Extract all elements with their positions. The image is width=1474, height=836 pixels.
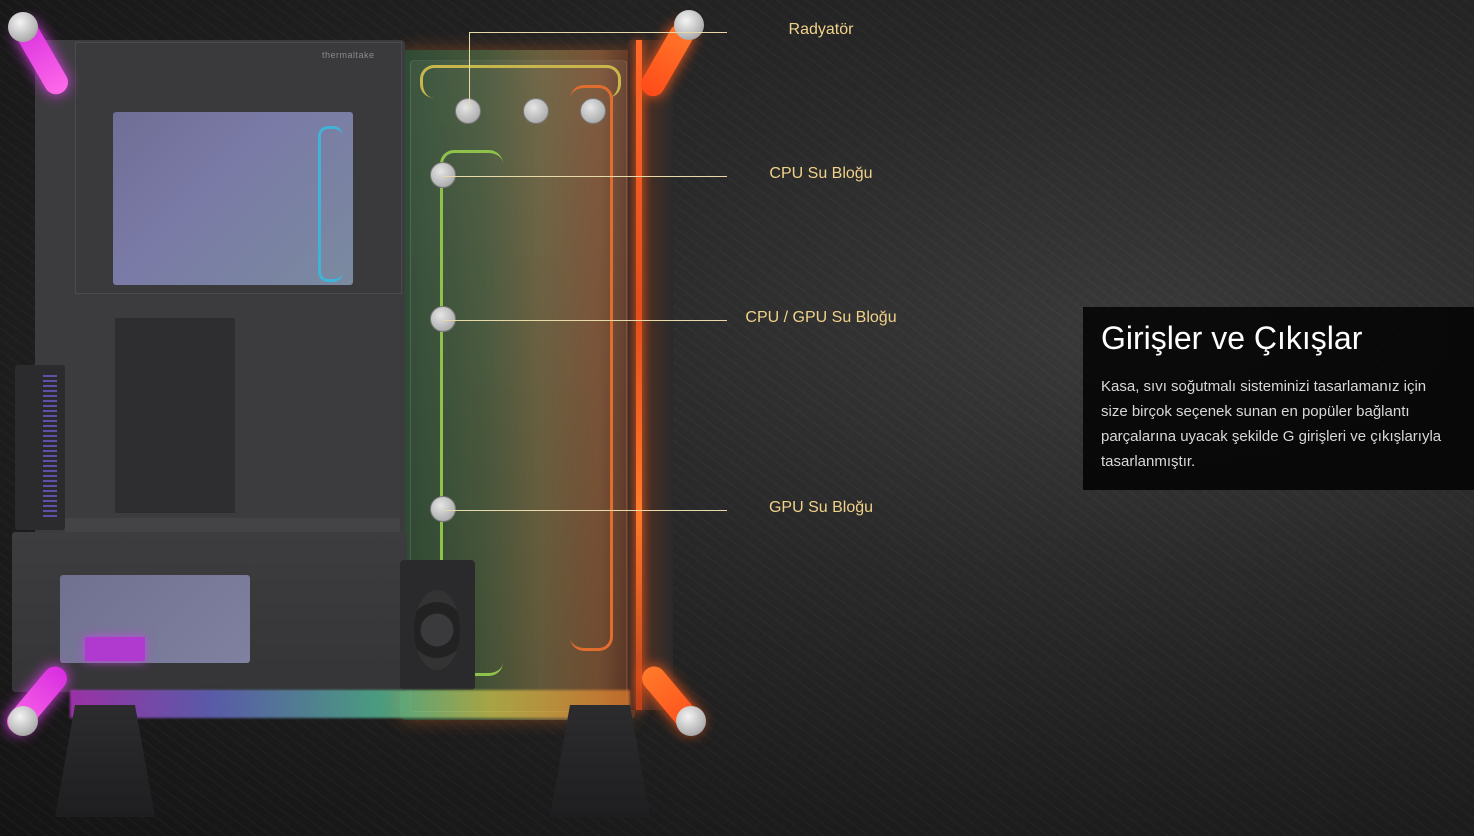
handle-cap-icon [8,706,38,736]
fitting-port [580,98,606,124]
coolant-channel-top [420,65,621,98]
feature-info-box: Girişler ve Çıkışlar Kasa, sıvı soğutmal… [1083,307,1474,490]
fitting-port-gpu [430,496,456,522]
side-fan-panel [15,365,65,530]
handle-cap-icon [676,706,706,736]
cpu-water-block-plate [113,112,353,285]
case-illustration: thermaltake [0,0,720,836]
pump-unit [400,560,475,690]
callout-line-cpu [443,176,727,177]
psu-shroud-window [60,575,250,663]
handle-cap-icon [8,12,38,42]
feature-title: Girişler ve Çıkışlar [1101,320,1363,356]
fitting-port [523,98,549,124]
rgb-bottom-strip [70,690,630,718]
callout-line-radiator [469,32,727,33]
callout-label-cpu: CPU Su Bloğu [769,165,873,182]
feature-description: Kasa, sıvı soğutmalı sisteminizi tasarla… [1101,378,1442,471]
callout-label-radiator: Radyatör [788,21,854,38]
rgb-glow-strip [636,40,642,710]
callout-line-gpu [443,510,727,511]
fitting-port-cpu [430,162,456,188]
gpu-support-bracket [115,318,235,513]
case-foot-right [550,705,650,817]
fitting-port-cpu-gpu [430,306,456,332]
callout-label-cpu-gpu: CPU / GPU Su Bloğu [745,309,897,326]
fitting-port-radiator [455,98,481,124]
case-foot-left [55,705,155,817]
case-side-frame [628,40,673,710]
callout-line-cpu-gpu [443,320,727,321]
brand-logo: thermaltake [322,50,375,60]
callout-leader-radiator [469,32,470,110]
handle-cap-icon [674,10,704,40]
callout-label-gpu: GPU Su Bloğu [768,499,874,516]
pci-bracket [65,518,400,536]
coolant-channel-orange [570,85,613,651]
